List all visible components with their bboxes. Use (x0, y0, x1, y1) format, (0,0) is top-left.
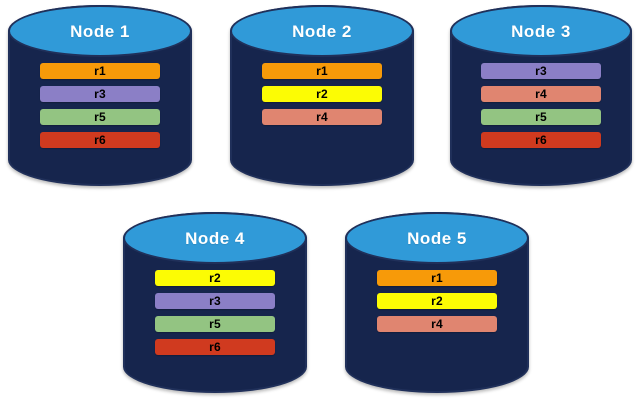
node-5-title: Node 5 (407, 228, 467, 248)
replica-label: r3 (535, 64, 547, 78)
replica-bar[interactable]: r5 (481, 109, 601, 125)
replica-bar[interactable]: r3 (155, 293, 275, 309)
replica-bar[interactable]: r3 (481, 63, 601, 79)
replica-label: r1 (94, 64, 106, 78)
node-1-replica-list: r1 r3 r5 r6 (8, 63, 192, 148)
replica-label: r2 (431, 294, 443, 308)
replica-bar[interactable]: r2 (155, 270, 275, 286)
replica-bar[interactable]: r5 (40, 109, 160, 125)
replica-label: r2 (209, 271, 221, 285)
replica-bar[interactable]: r1 (40, 63, 160, 79)
replica-label: r5 (94, 110, 106, 124)
replica-label: r6 (209, 340, 221, 354)
replica-bar[interactable]: r6 (40, 132, 160, 148)
replica-label: r4 (535, 87, 547, 101)
node-3[interactable]: Node 3 r3 r4 r5 r6 (450, 5, 632, 186)
replica-bar[interactable]: r4 (481, 86, 601, 102)
replica-label: r3 (94, 87, 106, 101)
replica-label: r5 (209, 317, 221, 331)
replica-label: r2 (316, 87, 328, 101)
replica-label: r4 (431, 317, 443, 331)
node-5-replica-list: r1 r2 r4 (345, 270, 529, 332)
replica-bar[interactable]: r4 (377, 316, 497, 332)
replica-label: r3 (209, 294, 221, 308)
replica-bar[interactable]: r6 (481, 132, 601, 148)
node-2-title: Node 2 (292, 21, 352, 41)
replica-bar[interactable]: r1 (262, 63, 382, 79)
replica-bar[interactable]: r5 (155, 316, 275, 332)
node-1-title: Node 1 (70, 21, 130, 41)
replica-bar[interactable]: r1 (377, 270, 497, 286)
node-1[interactable]: Node 1 r1 r3 r5 r6 (8, 5, 192, 186)
replica-bar[interactable]: r4 (262, 109, 382, 125)
node-2-replica-list: r1 r2 r4 (230, 63, 414, 125)
replica-label: r1 (316, 64, 328, 78)
replica-bar[interactable]: r6 (155, 339, 275, 355)
node-2[interactable]: Node 2 r1 r2 r4 (230, 5, 414, 186)
replica-bar[interactable]: r2 (262, 86, 382, 102)
node-4-title: Node 4 (185, 228, 245, 248)
node-3-cylinder-top: Node 3 (450, 5, 632, 57)
replica-label: r5 (535, 110, 547, 124)
replica-label: r1 (431, 271, 443, 285)
node-4[interactable]: Node 4 r2 r3 r5 r6 (123, 212, 307, 393)
replica-label: r6 (94, 133, 106, 147)
node-5-cylinder-top: Node 5 (345, 212, 529, 264)
node-3-title: Node 3 (511, 21, 571, 41)
node-1-cylinder-top: Node 1 (8, 5, 192, 57)
replica-label: r6 (535, 133, 547, 147)
node-4-cylinder-top: Node 4 (123, 212, 307, 264)
node-4-replica-list: r2 r3 r5 r6 (123, 270, 307, 355)
replica-bar[interactable]: r2 (377, 293, 497, 309)
node-5[interactable]: Node 5 r1 r2 r4 (345, 212, 529, 393)
replica-label: r4 (316, 110, 328, 124)
node-2-cylinder-top: Node 2 (230, 5, 414, 57)
replica-bar[interactable]: r3 (40, 86, 160, 102)
node-3-replica-list: r3 r4 r5 r6 (450, 63, 632, 148)
